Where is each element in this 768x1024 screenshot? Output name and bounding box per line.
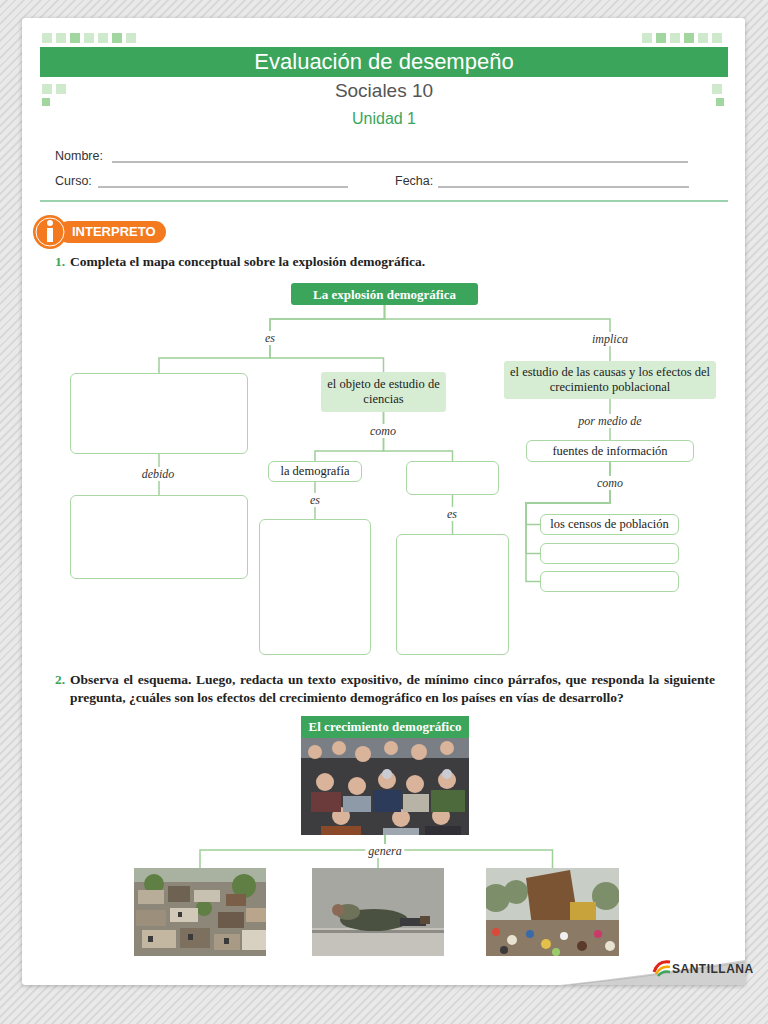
edge-label: es (307, 493, 323, 507)
edge-label: debido (139, 467, 178, 481)
question-number: 1. (55, 254, 65, 270)
concept-box-empty (70, 495, 248, 579)
concept-box-empty (396, 534, 509, 655)
question-text: Observa el esquema. Luego, redacta un te… (70, 671, 715, 707)
node-text: La explosión demográfica (313, 287, 456, 302)
form-label: Nombre: (55, 149, 103, 163)
question-text: Completa el mapa conceptual sobre la exp… (70, 254, 425, 270)
concept-box-empty (70, 373, 248, 454)
node-text: el estudio de las causas y los efectos d… (510, 365, 710, 395)
crowd-photo (301, 738, 469, 835)
connector-line (385, 835, 553, 868)
edge-label: por medio de (575, 414, 644, 428)
edge-label: como (594, 476, 626, 490)
concept-box-empty: los censos de población (540, 514, 679, 535)
edge-label: genera (365, 844, 404, 858)
concept-box-empty: la demografía (268, 461, 362, 482)
connector-line (159, 305, 385, 373)
edge-label: es (262, 331, 278, 345)
connector-line (200, 835, 385, 868)
photo-frame (312, 868, 444, 956)
page-title: Evaluación de desempeño (40, 47, 728, 77)
concept-box-empty (259, 519, 371, 655)
node-text: El crecimiento demográfico (301, 716, 469, 738)
concept-box-filled: el estudio de las causas y los efectos d… (504, 361, 716, 399)
concept-box-empty (540, 543, 679, 564)
edge-label: es (444, 507, 460, 521)
photo-frame (486, 868, 619, 956)
publisher-logo-text: SANTILLANA (672, 962, 754, 976)
homeless-photo (312, 868, 444, 956)
subject-title: Sociales 10 (0, 80, 768, 102)
concept-box-empty (406, 461, 499, 495)
edge-label: implica (589, 332, 631, 346)
photo-frame (134, 868, 266, 956)
node-text: el objeto de estudio de ciencias (327, 377, 440, 407)
concept-box-empty (540, 571, 679, 592)
unit-title: Unidad 1 (0, 110, 768, 128)
node-text: fuentes de información (552, 444, 667, 459)
node-text: la demografía (280, 464, 349, 479)
form-label: Fecha: (395, 174, 433, 188)
concept-box-main: La explosión demográfica (291, 283, 478, 305)
photo-header-box: El crecimiento demográfico (301, 716, 469, 835)
node-text: los censos de población (550, 517, 668, 532)
section-badge: INTERPRETO (72, 224, 156, 240)
connector-line (270, 305, 385, 372)
slum-photo (134, 868, 266, 956)
edge-label: como (367, 424, 399, 438)
form-label: Curso: (55, 174, 92, 188)
connector-line (385, 305, 611, 361)
concept-box-empty: fuentes de información (526, 440, 694, 462)
question-number: 2. (55, 671, 65, 689)
concept-box-filled: el objeto de estudio de ciencias (321, 372, 446, 412)
garbage-photo (486, 868, 619, 956)
